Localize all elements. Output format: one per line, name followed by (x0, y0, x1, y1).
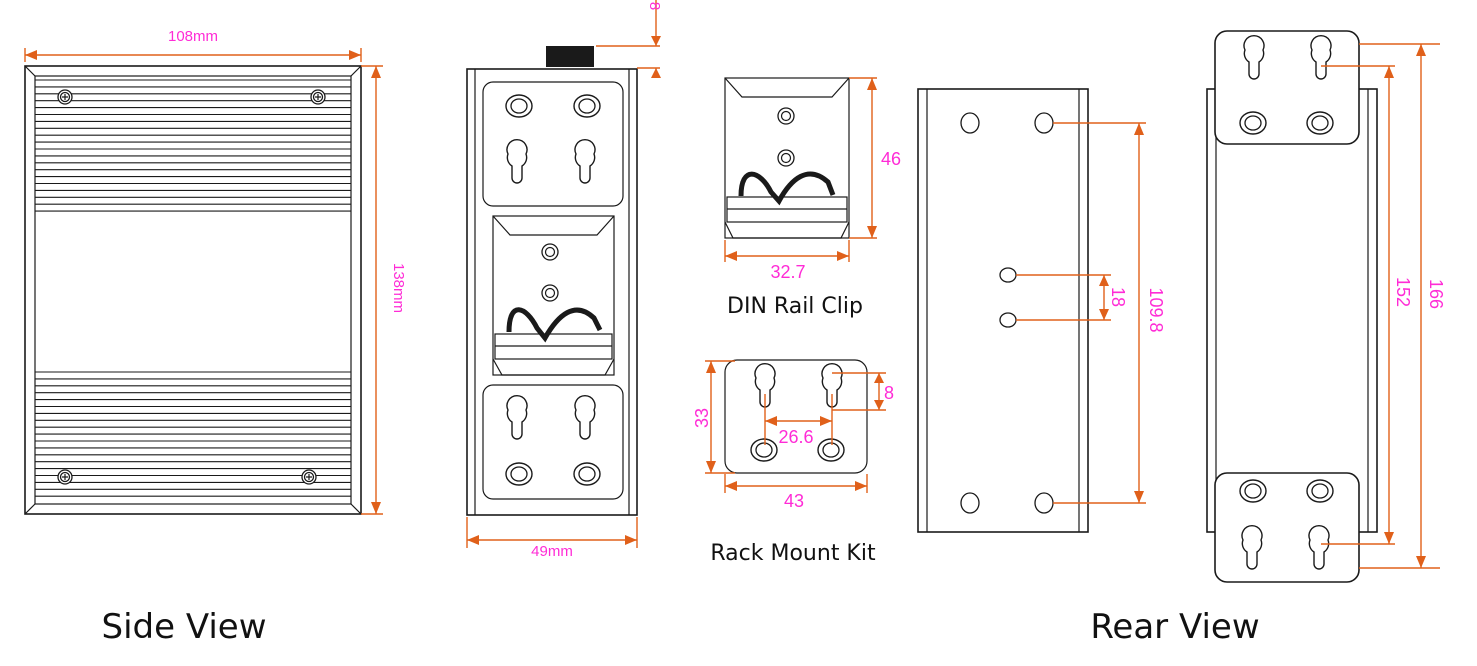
side-view-drawing: 108mm 138mm (24, 28, 407, 515)
mount-hole-icon (1239, 111, 1267, 135)
heatsink-fins-top (35, 79, 351, 212)
rack-mount-kit-drawing: 33 8 26.6 43 Rack Mount Kit (692, 359, 894, 566)
mount-hole-icon (505, 462, 533, 486)
mount-hole-icon (1306, 111, 1334, 135)
din-rail-clip-label: DIN Rail Clip (727, 294, 863, 319)
screw-hole-icon (541, 243, 559, 261)
screw-icon (57, 89, 73, 105)
rack-width-dimension: 43 (784, 491, 804, 511)
mount-hole-icon (573, 462, 601, 486)
heatsink-fins-bottom (35, 371, 351, 497)
mount-hole-icon (1239, 479, 1267, 503)
rear-total-height-dimension: 166 (1426, 279, 1446, 309)
side-width-dimension: 108mm (168, 28, 218, 45)
rack-hole-spacing-dimension: 26.6 (778, 427, 813, 447)
rear-small-spacing-dimension: 18 (1108, 287, 1128, 307)
din-height-dimension: 46 (881, 149, 901, 169)
screw-icon (310, 89, 326, 105)
connector-block (546, 46, 594, 67)
rear-view-title: Rear View (1090, 607, 1259, 647)
rear-kit-hole-span-dimension: 152 (1393, 277, 1413, 307)
mount-hole-icon (573, 94, 601, 118)
front-width-dimension: 49mm (531, 543, 573, 560)
front-top-offset-dimension: 8 (646, 2, 663, 10)
mount-hole-icon (750, 438, 778, 462)
mount-hole-icon (817, 438, 845, 462)
din-rail-clip-drawing: 46 32.7 DIN Rail Clip (724, 77, 901, 319)
screw-icon (301, 469, 317, 485)
rack-mount-kit-label: Rack Mount Kit (710, 541, 876, 566)
rack-height-dimension: 33 (692, 408, 712, 428)
side-view-title: Side View (101, 607, 266, 647)
screw-icon (57, 469, 73, 485)
rear-hole-span-dimension: 109.8 (1146, 287, 1166, 332)
mount-hole-icon (1306, 479, 1334, 503)
rear-view-rack-drawing: 152 166 (1206, 30, 1446, 583)
screw-hole-icon (541, 284, 559, 302)
mount-hole-icon (505, 94, 533, 118)
side-height-dimension: 138mm (390, 263, 407, 313)
rack-hole-offset-dimension: 8 (884, 383, 894, 403)
din-width-dimension: 32.7 (770, 262, 805, 282)
screw-hole-icon (777, 149, 795, 167)
front-view-drawing: 8 49mm (466, 0, 663, 560)
rear-view-plate-drawing: 18 109.8 (917, 88, 1166, 533)
screw-hole-icon (777, 107, 795, 125)
